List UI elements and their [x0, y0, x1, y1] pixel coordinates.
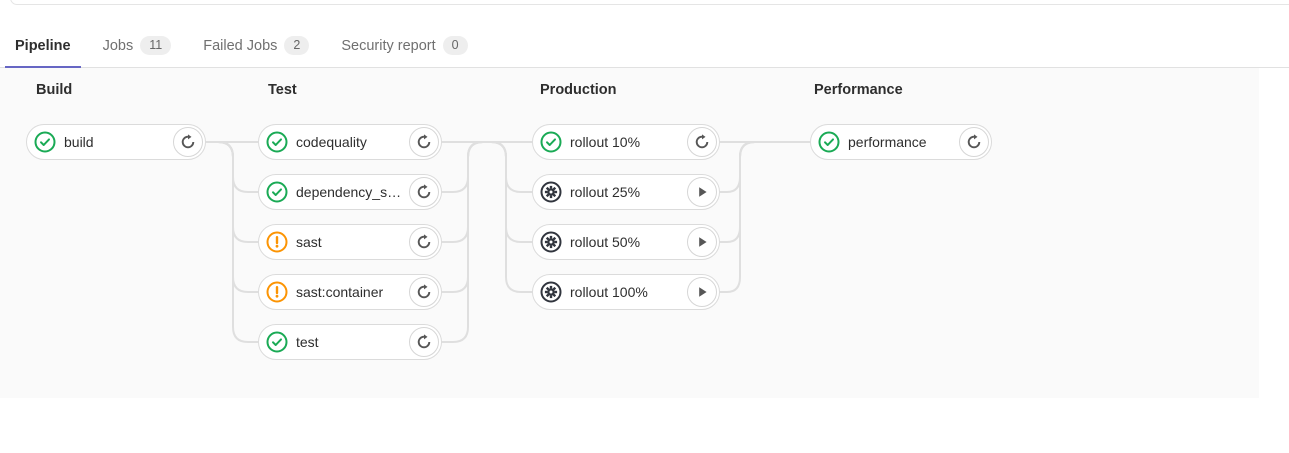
job-performance[interactable]: performance — [810, 124, 992, 160]
stage-header-build: Build — [36, 82, 73, 98]
status-success-icon — [34, 131, 56, 153]
job-codequality[interactable]: codequality — [258, 124, 442, 160]
status-success-icon — [540, 131, 562, 153]
status-warning-icon — [266, 231, 288, 253]
retry-button[interactable] — [409, 277, 439, 307]
retry-button[interactable] — [687, 127, 717, 157]
stage-header-production: Production — [540, 82, 617, 98]
tab-jobs[interactable]: Jobs 11 — [93, 24, 182, 67]
retry-button[interactable] — [409, 327, 439, 357]
status-manual-gear-icon — [540, 281, 562, 303]
status-manual-gear-icon — [540, 181, 562, 203]
retry-button[interactable] — [409, 227, 439, 257]
status-success-icon — [266, 181, 288, 203]
tab-failed-jobs[interactable]: Failed Jobs 2 — [193, 24, 319, 67]
stage-header-test: Test — [268, 82, 297, 98]
play-button[interactable] — [687, 227, 717, 257]
retry-button[interactable] — [409, 127, 439, 157]
pipeline-graph: Build Test Production Performance build … — [0, 68, 1259, 398]
job-test[interactable]: test — [258, 324, 442, 360]
play-button[interactable] — [687, 277, 717, 307]
status-success-icon — [266, 331, 288, 353]
stage-header-performance: Performance — [814, 82, 903, 98]
pipeline-tabs: Pipeline Jobs 11 Failed Jobs 2 Security … — [0, 24, 1289, 69]
tab-pipeline-label: Pipeline — [15, 37, 71, 54]
tab-failed-jobs-count-badge: 2 — [284, 36, 310, 55]
job-rollout-50[interactable]: rollout 50% — [532, 224, 720, 260]
retry-button[interactable] — [409, 177, 439, 207]
status-manual-gear-icon — [540, 231, 562, 253]
tab-security-report[interactable]: Security report 0 — [331, 24, 477, 67]
job-rollout-100[interactable]: rollout 100% — [532, 274, 720, 310]
card-bottom-edge — [10, 0, 1289, 5]
job-rollout-25[interactable]: rollout 25% — [532, 174, 720, 210]
status-success-icon — [818, 131, 840, 153]
retry-button[interactable] — [959, 127, 989, 157]
job-dependency-scanning[interactable]: dependency_s… — [258, 174, 442, 210]
tab-security-report-label: Security report — [341, 37, 436, 54]
tab-security-report-count-badge: 0 — [442, 36, 468, 55]
job-sast-container[interactable]: sast:container — [258, 274, 442, 310]
job-sast[interactable]: sast — [258, 224, 442, 260]
job-build[interactable]: build — [26, 124, 206, 160]
retry-button[interactable] — [173, 127, 203, 157]
tab-jobs-label: Jobs — [102, 37, 134, 54]
tab-failed-jobs-label: Failed Jobs — [203, 37, 278, 54]
job-rollout-10[interactable]: rollout 10% — [532, 124, 720, 160]
tab-pipeline[interactable]: Pipeline — [5, 24, 81, 69]
status-success-icon — [266, 131, 288, 153]
status-warning-icon — [266, 281, 288, 303]
tab-jobs-count-badge: 11 — [140, 36, 172, 55]
play-button[interactable] — [687, 177, 717, 207]
